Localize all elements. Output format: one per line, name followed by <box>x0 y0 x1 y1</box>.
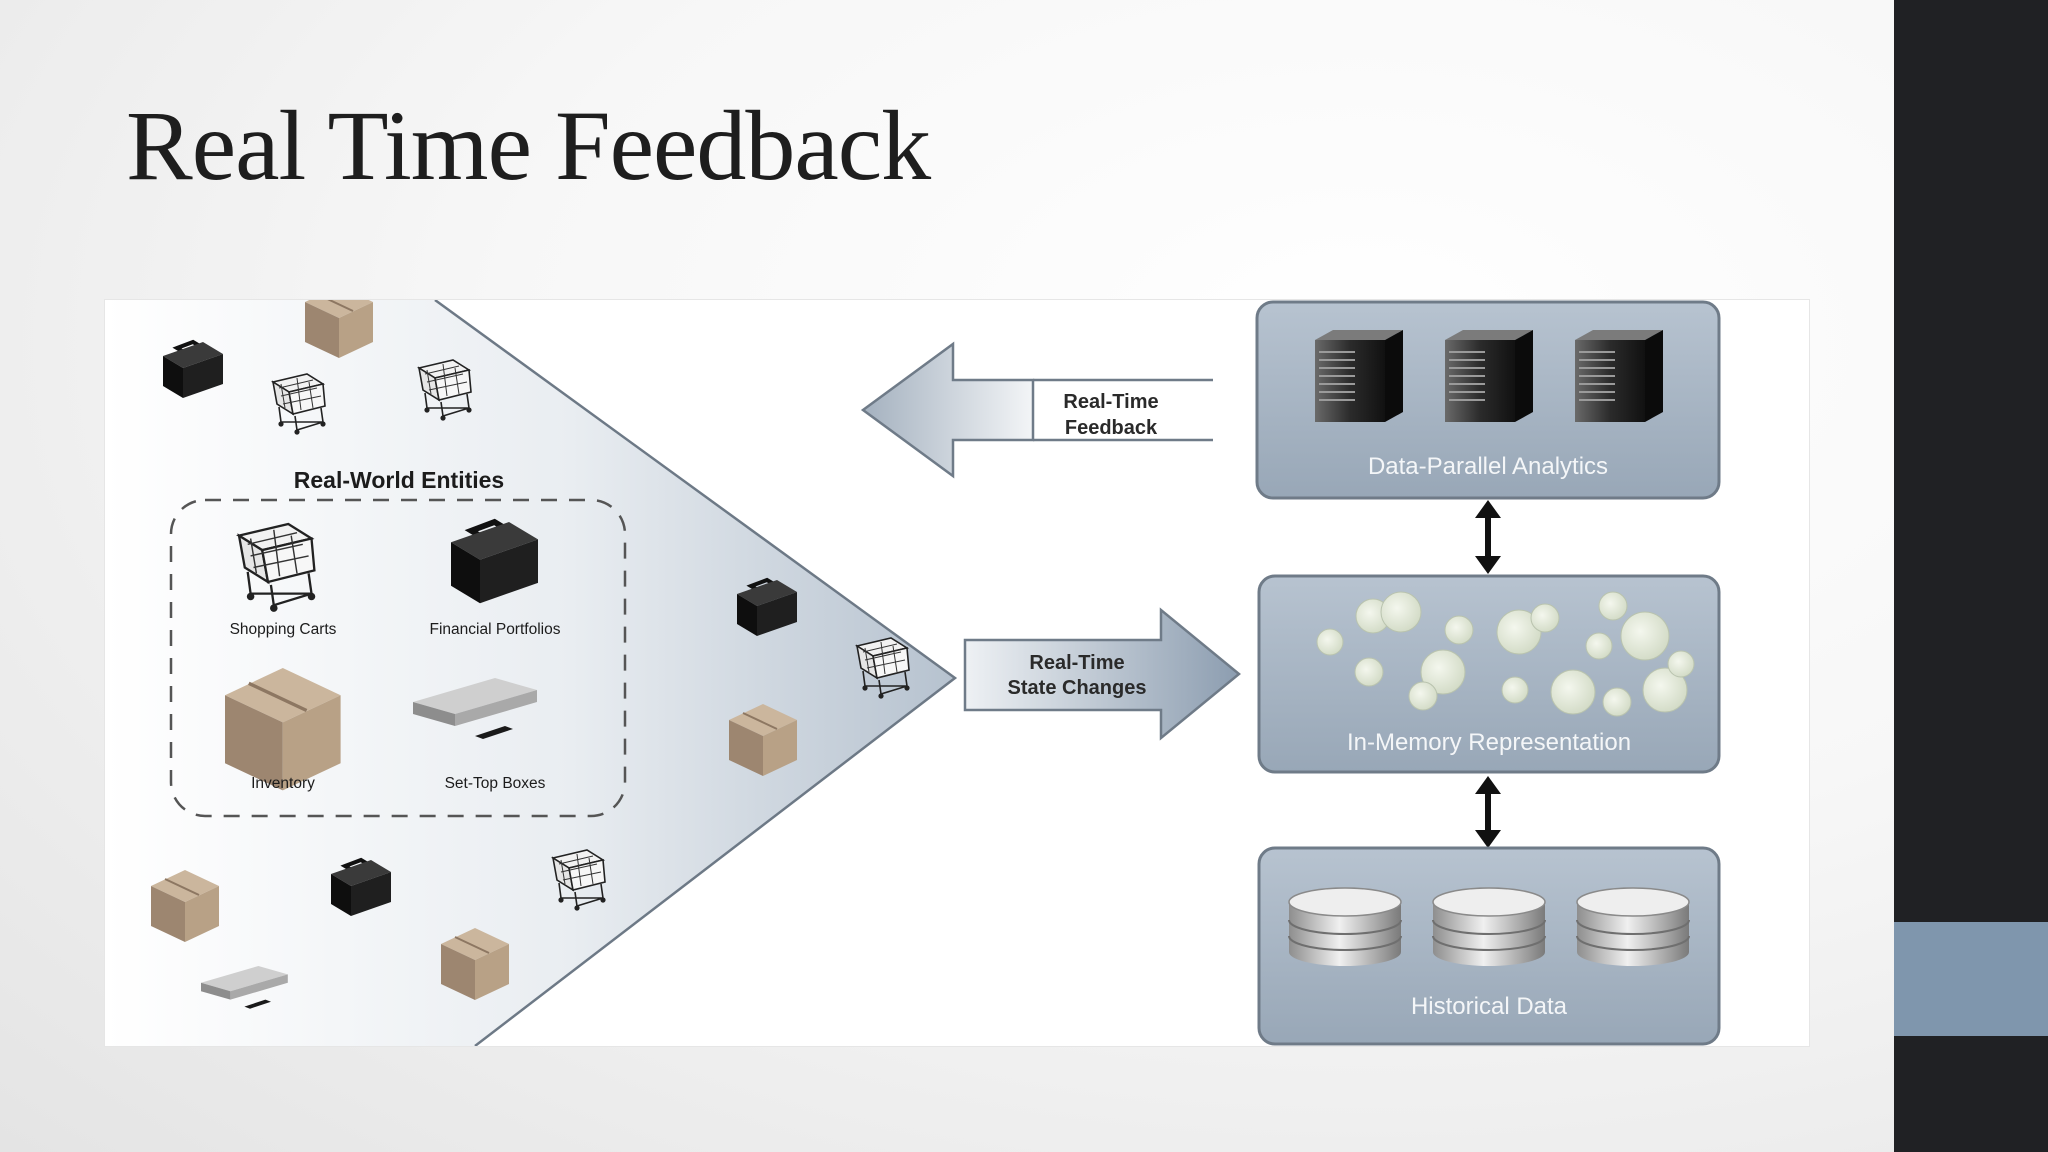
server-icon <box>1314 329 1404 423</box>
entity-label: Shopping Carts <box>230 621 337 638</box>
historical-label: Historical Data <box>1411 993 1568 1020</box>
slide-title: Real Time Feedback <box>126 90 931 201</box>
entities-heading: Real-World Entities <box>294 467 504 493</box>
analytics-panel: Data-Parallel Analytics <box>1255 300 1721 500</box>
entity-label: Set-Top Boxes <box>445 775 546 792</box>
entity-set-top-boxes: Set-Top Boxes <box>413 678 546 792</box>
bidirectional-arrow-icon <box>1475 776 1501 848</box>
memory-objects <box>1316 591 1695 717</box>
historical-panel: Historical Data <box>1257 846 1721 1046</box>
feedback-label-line2: Feedback <box>1065 417 1158 439</box>
entity-label: Inventory <box>251 775 315 792</box>
database-icon <box>1432 887 1546 967</box>
feedback-label-line1: Real-Time <box>1063 391 1158 413</box>
entity-shopping-carts: Shopping Carts <box>230 522 337 638</box>
state-changes-arrow: Real-Time State Changes <box>963 607 1241 741</box>
bidirectional-arrow-icon <box>1475 500 1501 574</box>
entity-inventory: Inventory <box>223 666 343 793</box>
database-icon <box>1576 887 1690 967</box>
entity-funnel <box>105 300 955 1046</box>
entity-financial-portfolios: Financial Portfolios <box>430 522 561 638</box>
analytics-label: Data-Parallel Analytics <box>1368 453 1608 480</box>
memory-label: In-Memory Representation <box>1347 729 1631 756</box>
state-changes-label-line1: Real-Time <box>1029 652 1124 674</box>
sidebar-accent-bar <box>1894 922 2048 1036</box>
entity-label: Financial Portfolios <box>430 621 561 638</box>
database-icon <box>1288 887 1402 967</box>
server-icon <box>1444 329 1534 423</box>
server-icon <box>1574 329 1664 423</box>
state-changes-label-line2: State Changes <box>1008 677 1147 699</box>
entities-group-box <box>169 498 627 818</box>
architecture-diagram: Real-World Entities Shopping Carts Finan… <box>104 299 1810 1047</box>
memory-panel: In-Memory Representation <box>1257 574 1721 774</box>
feedback-arrow: Real-Time Feedback <box>860 341 1213 479</box>
